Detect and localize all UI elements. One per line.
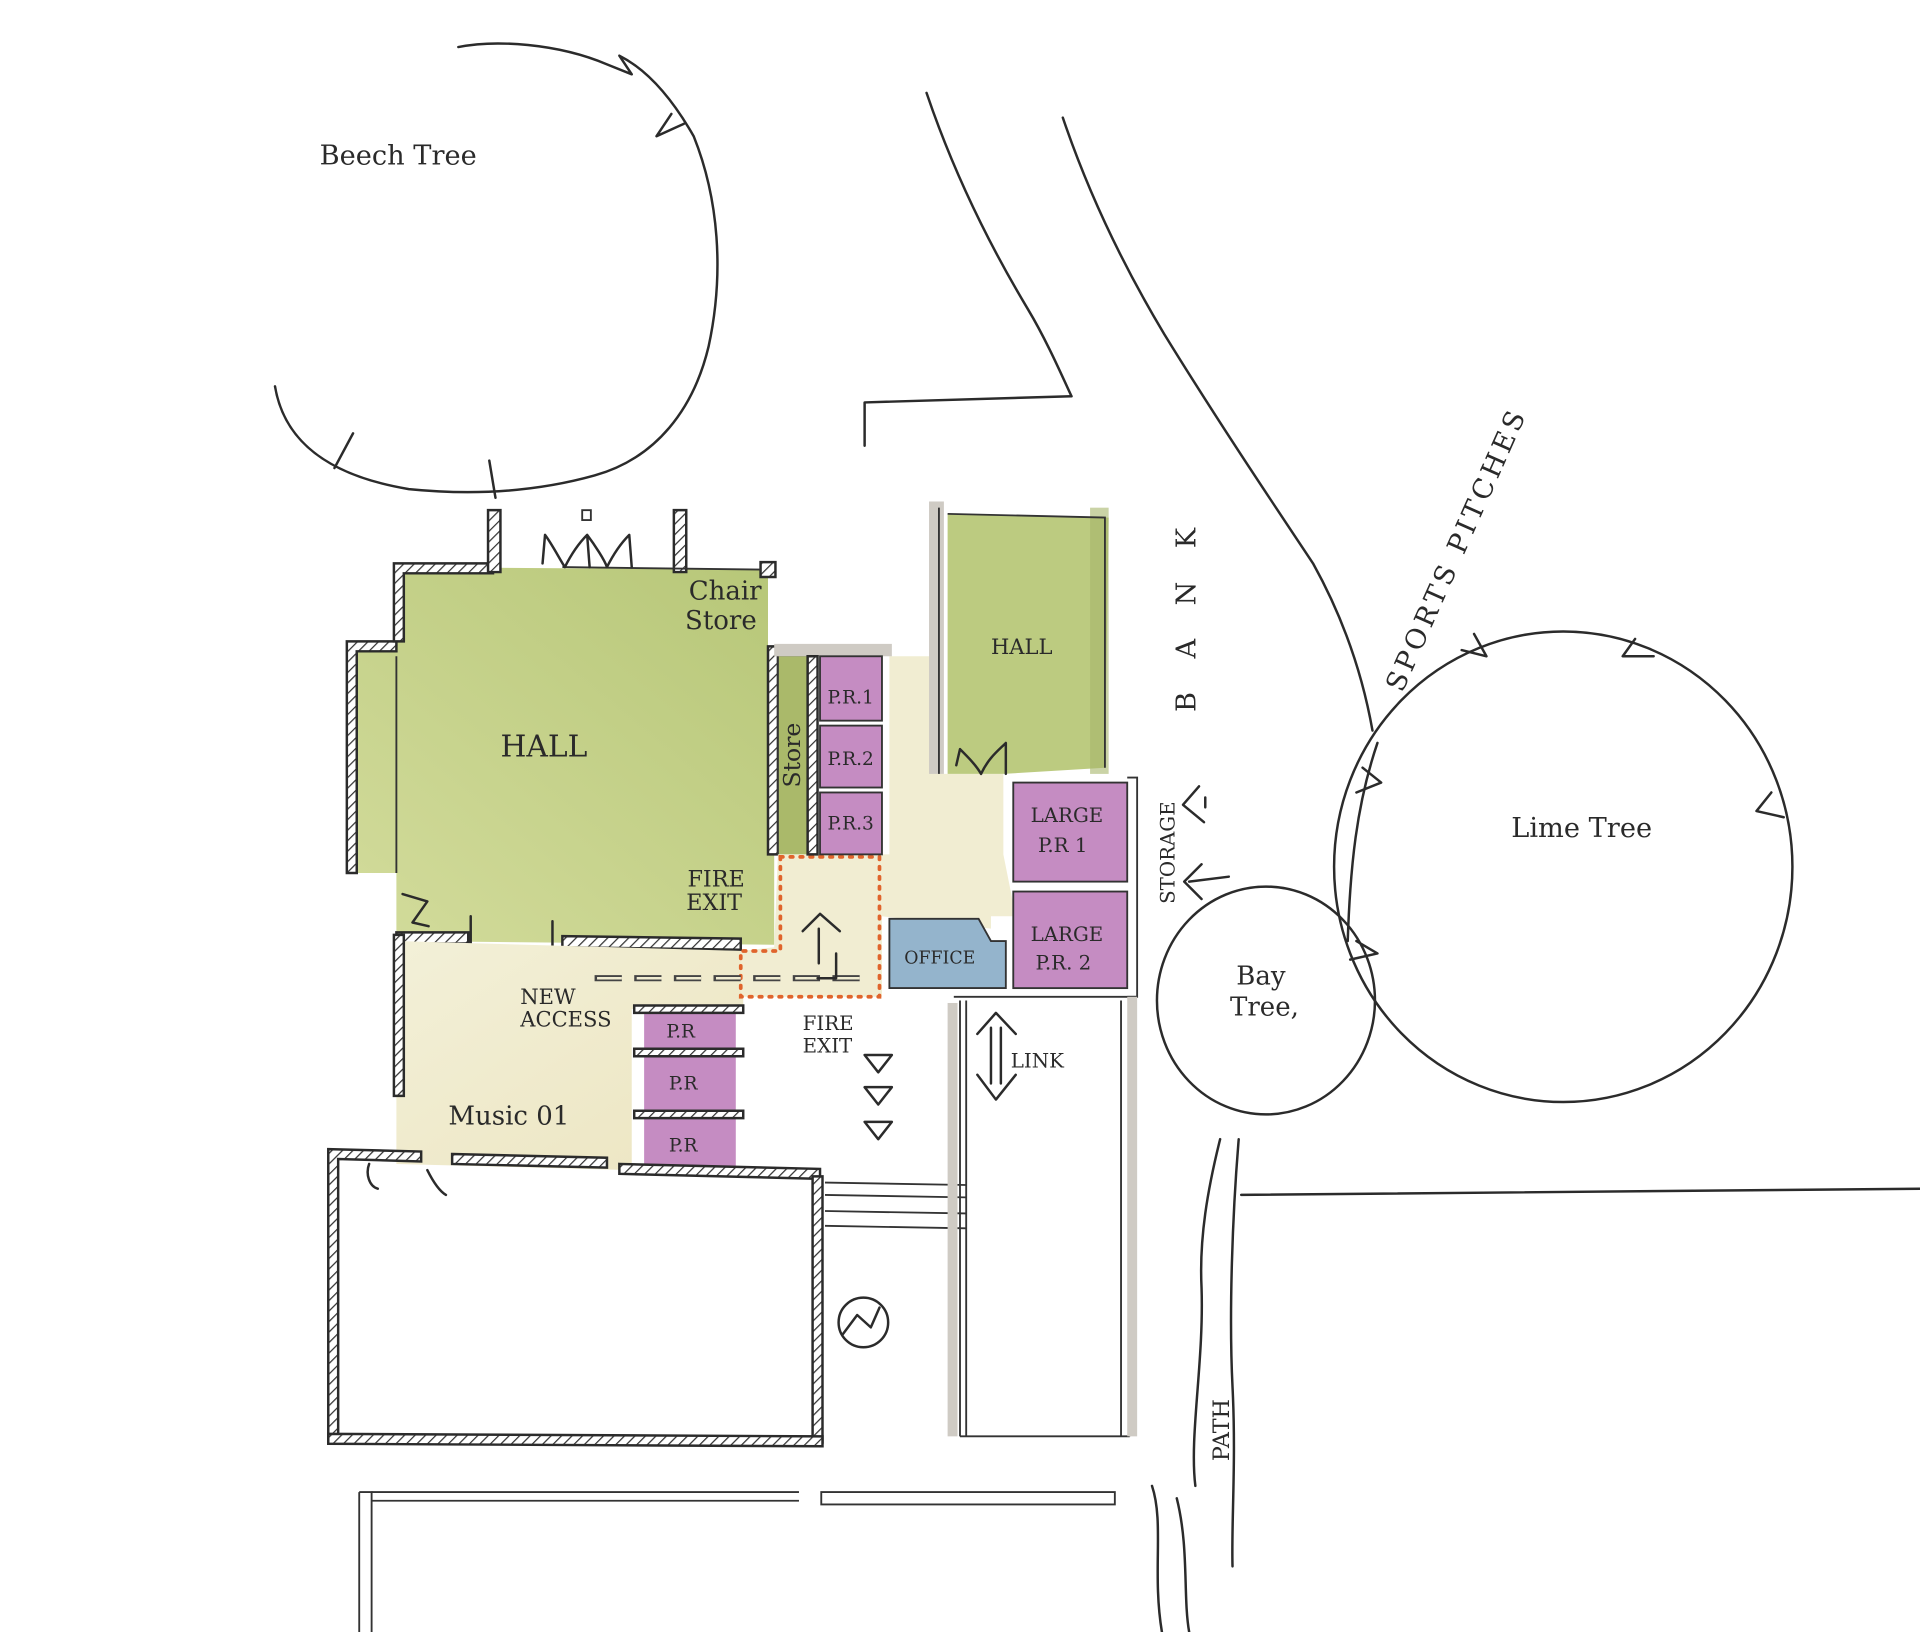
fire-exit-outside-label-1: FIRE [803,1012,854,1035]
bay-tree-label-2: Tree, [1230,992,1299,1022]
small-hall-label: HALL [991,634,1053,659]
storage-arrow-icons [1181,785,1231,901]
lower-building [327,1147,824,1448]
fire-exit-label-1: FIRE [687,867,744,893]
large-pr2-label-2: P.R. 2 [1036,952,1092,975]
lime-tree-label: Lime Tree [1511,813,1652,844]
site-bottom-lines [358,1484,1191,1632]
main-hall-label: HALL [500,730,587,765]
large-pr1-label-2: P.R 1 [1038,834,1087,857]
lime-tree [1332,630,1794,1104]
chair-store-label-1: Chair [689,576,762,606]
link-label: LINK [1011,1049,1065,1072]
pr2-label: P.R.2 [827,749,873,770]
steps [824,1181,967,1230]
chair-store-label-2: Store [685,606,757,636]
bank-label: B A N K [1171,515,1202,711]
beech-tree [273,42,719,500]
small-hall [929,501,1109,776]
pr-c-label: P.R [669,1136,699,1157]
new-access-label-2: ACCESS [519,1007,611,1032]
pr-b-label: P.R [669,1074,699,1095]
sports-pitches-label: SPORTS PITCHES [1380,403,1533,696]
path-label: PATH [1209,1399,1235,1461]
practice-rooms-large [1012,776,1139,998]
large-pr2-label-1: LARGE [1031,923,1104,946]
fire-exit-label-2: EXIT [686,890,742,916]
music01-label: Music 01 [448,1101,569,1131]
beech-tree-label: Beech Tree [320,141,477,172]
pr1-label: P.R.1 [827,687,873,708]
storage-label: STORAGE [1156,801,1179,903]
bay-tree [1155,885,1377,1568]
pr3-label: P.R.3 [827,814,873,835]
store-label: Store [778,723,806,788]
office-label: OFFICE [904,948,975,968]
circulation-area [392,656,1016,1171]
practice-rooms-upper [774,643,892,856]
site-boundary-lines [863,91,1920,1197]
link-corridor [947,995,1138,1438]
link-arrow-icon [976,1011,1017,1101]
new-access-label-1: NEW [520,984,576,1009]
large-pr1-label-1: LARGE [1031,804,1104,827]
pr-a-label: P.R [666,1022,696,1043]
practice-rooms-lower [632,1004,745,1169]
bay-tree-label-1: Bay [1236,961,1286,991]
office-room [888,917,1007,990]
spiral-stair-icon [837,1296,890,1349]
fire-exit-arrow-icons [863,1053,894,1141]
fire-exit-outside-label-2: EXIT [803,1035,853,1058]
